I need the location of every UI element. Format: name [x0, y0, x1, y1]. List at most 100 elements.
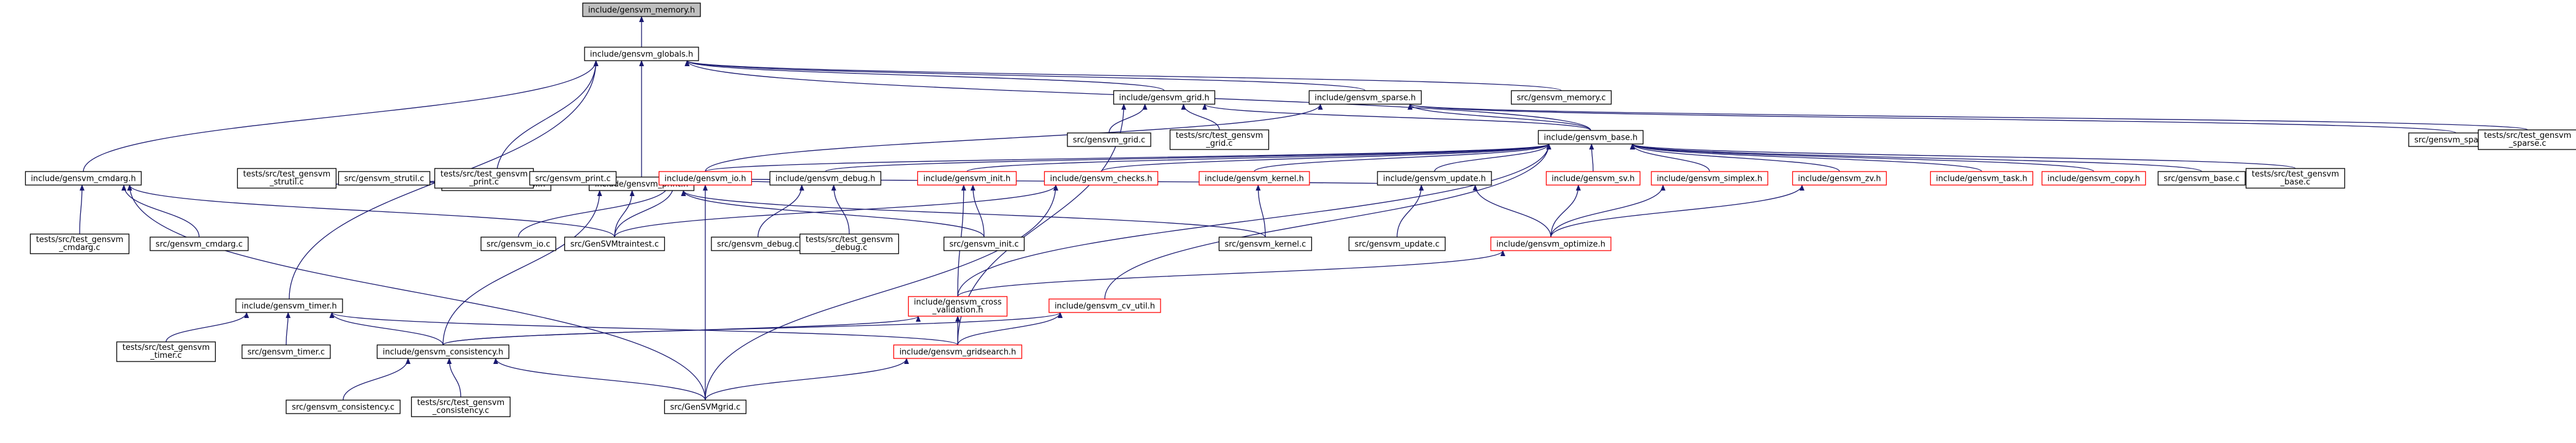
include-edge: [757, 184, 805, 238]
file-node-init-c[interactable]: src/gensvm_init.c: [943, 237, 1025, 251]
file-node-zv-h[interactable]: include/gensvm_zv.h: [1792, 171, 1887, 186]
include-edge: [442, 312, 1063, 346]
file-node-sparse-h[interactable]: include/gensvm_sparse.h: [1308, 90, 1422, 105]
file-name-label: src/gensvm_debug.c: [717, 240, 799, 249]
file-node-globals-h[interactable]: include/gensvm_globals.h: [584, 47, 699, 61]
include-edge: [1630, 143, 2202, 172]
file-name-label: include/gensvm_optimize.h: [1496, 240, 1605, 249]
file-name-label: include/gensvm_init.h: [923, 175, 1011, 184]
file-node-debug-h[interactable]: include/gensvm_debug.h: [769, 171, 882, 186]
include-edge: [1396, 184, 1424, 238]
file-node-test-strutil-c[interactable]: tests/src/test_gensvm_strutil.c: [237, 168, 337, 189]
file-node-cmdarg-c[interactable]: src/gensvm_cmdarg.c: [150, 237, 249, 251]
include-edge: [957, 312, 1063, 346]
file-node-test-print-c[interactable]: tests/src/test_gensvm_print.c: [434, 168, 534, 189]
file-node-box: [799, 233, 900, 254]
file-name-label: include/gensvm_checks.h: [1050, 175, 1153, 184]
include-edge: [1407, 104, 1591, 131]
file-node-box: [480, 237, 556, 251]
include-edge: [127, 184, 706, 401]
file-node-cmdarg-h[interactable]: include/gensvm_cmdarg.h: [25, 171, 142, 186]
file-node-timer-h[interactable]: include/gensvm_timer.h: [235, 298, 343, 313]
file-node-box: [1199, 171, 1310, 186]
include-edge: [831, 184, 850, 235]
file-node-consistency-h[interactable]: include/gensvm_consistency.h: [376, 344, 510, 359]
file-name-label: src/gensvm_update.c: [1355, 240, 1440, 249]
include-edge: [970, 184, 985, 238]
file-name-label: src/gensvm_io.c: [487, 240, 550, 249]
include-edge: [1100, 143, 1551, 172]
file-name-label: include/gensvm_cv_util.h: [1055, 302, 1155, 311]
file-name-label: tests/src/test_gensvm: [441, 170, 528, 179]
file-node-kernel-c[interactable]: src/gensvm_kernel.c: [1218, 237, 1313, 251]
file-node-checks-h[interactable]: include/gensvm_checks.h: [1044, 171, 1159, 186]
file-node-box: [1067, 132, 1151, 147]
file-name-label: include/gensvm_sparse.h: [1314, 94, 1415, 103]
include-edge: [705, 184, 1058, 401]
file-node-kernel-h[interactable]: include/gensvm_kernel.h: [1199, 171, 1310, 186]
file-node-sv-h[interactable]: include/gensvm_sv.h: [1545, 171, 1641, 186]
file-node-gridsearch-h[interactable]: include/gensvm_gridsearch.h: [893, 344, 1023, 359]
include-edge: [79, 184, 85, 235]
file-name-label: _cmdarg.c: [58, 243, 100, 252]
file-node-task-h[interactable]: include/gensvm_task.h: [1930, 171, 2034, 186]
file-node-simplex-h[interactable]: include/gensvm_simplex.h: [1651, 171, 1768, 186]
file-node-io-c[interactable]: src/gensvm_io.c: [480, 237, 556, 251]
file-node-update-h[interactable]: include/gensvm_update.h: [1377, 171, 1492, 186]
file-node-cvutil-h[interactable]: include/gensvm_cv_util.h: [1048, 298, 1161, 313]
file-node-traintest-c[interactable]: src/GenSVMtraintest.c: [564, 237, 665, 251]
file-name-label: src/GenSVMgrid.c: [670, 403, 741, 412]
file-node-debug-c[interactable]: src/gensvm_debug.c: [711, 237, 805, 251]
file-node-test-grid-c[interactable]: tests/src/test_gensvm_grid.c: [1169, 129, 1270, 150]
file-node-box: [529, 171, 617, 186]
include-edge: [1434, 143, 1551, 172]
file-node-consistency-c[interactable]: src/gensvm_consistency.c: [286, 399, 401, 414]
file-node-init-h[interactable]: include/gensvm_init.h: [917, 171, 1017, 186]
file-node-cv-h[interactable]: include/gensvm_cross_validation.h: [907, 296, 1008, 317]
file-node-copy-h[interactable]: include/gensvm_copy.h: [2041, 171, 2146, 186]
file-node-print-c[interactable]: src/gensvm_print.c: [529, 171, 617, 186]
file-node-test-timer-c[interactable]: tests/src/test_gensvm_timer.c: [116, 341, 216, 362]
include-edge: [1550, 184, 1805, 238]
file-node-timer-c[interactable]: src/gensvm_timer.c: [241, 344, 331, 359]
file-node-base-h[interactable]: include/gensvm_base.h: [1537, 130, 1644, 145]
file-node-memory-c[interactable]: src/gensvm_memory.c: [1510, 90, 1612, 105]
file-node-test-consistency-c[interactable]: tests/src/test_gensvm_consistency.c: [411, 396, 511, 417]
file-node-box: [917, 171, 1017, 186]
include-edge: [825, 143, 1551, 172]
file-node-test-base-c[interactable]: tests/src/test_gensvm_base.c: [2245, 168, 2346, 189]
file-node-strutil-c[interactable]: src/gensvm_strutil.c: [338, 171, 431, 186]
include-edge: [1104, 143, 1551, 300]
include-edge: [614, 184, 1058, 238]
include-edge: [1202, 104, 1591, 131]
file-node-io-h[interactable]: include/gensvm_io.h: [658, 171, 752, 186]
file-name-label: include/gensvm_debug.h: [776, 175, 876, 184]
file-node-base-c[interactable]: src/gensvm_base.c: [2157, 171, 2246, 186]
file-node-box: [29, 233, 130, 254]
file-name-label: src/gensvm_memory.c: [1517, 94, 1605, 103]
file-node-gengrid-c[interactable]: src/GenSVMgrid.c: [664, 399, 747, 414]
include-edge: [1550, 184, 1581, 238]
include-edge: [640, 176, 1435, 186]
file-node-box: [411, 396, 511, 417]
file-node-optimize-h[interactable]: include/gensvm_optimize.h: [1490, 237, 1612, 251]
include-edge: [1256, 184, 1266, 238]
file-name-label: include/gensvm_copy.h: [2047, 175, 2140, 184]
file-name-label: _consistency.c: [432, 406, 490, 415]
dependency-edges: [79, 16, 2528, 401]
file-node-test-sparse-c[interactable]: tests/src/test_gensvm_sparse.c: [2477, 129, 2576, 150]
file-name-label: _print.c: [469, 178, 499, 187]
file-node-grid-c[interactable]: src/gensvm_grid.c: [1067, 132, 1151, 147]
include-edge: [329, 312, 444, 346]
file-node-box: [1218, 237, 1313, 251]
file-node-test-cmdarg-c[interactable]: tests/src/test_gensvm_cmdarg.c: [29, 233, 130, 254]
file-node-update-c[interactable]: src/gensvm_update.c: [1348, 237, 1446, 251]
file-node-test-debug-c[interactable]: tests/src/test_gensvm_debug.c: [799, 233, 900, 254]
file-name-label: include/gensvm_memory.h: [588, 6, 695, 15]
file-node-grid-h[interactable]: include/gensvm_grid.h: [1113, 90, 1216, 105]
include-edge: [1108, 104, 1148, 134]
file-name-label: src/gensvm_consistency.c: [292, 403, 395, 412]
include-edge: [518, 184, 671, 238]
file-node-box: [1545, 171, 1641, 186]
